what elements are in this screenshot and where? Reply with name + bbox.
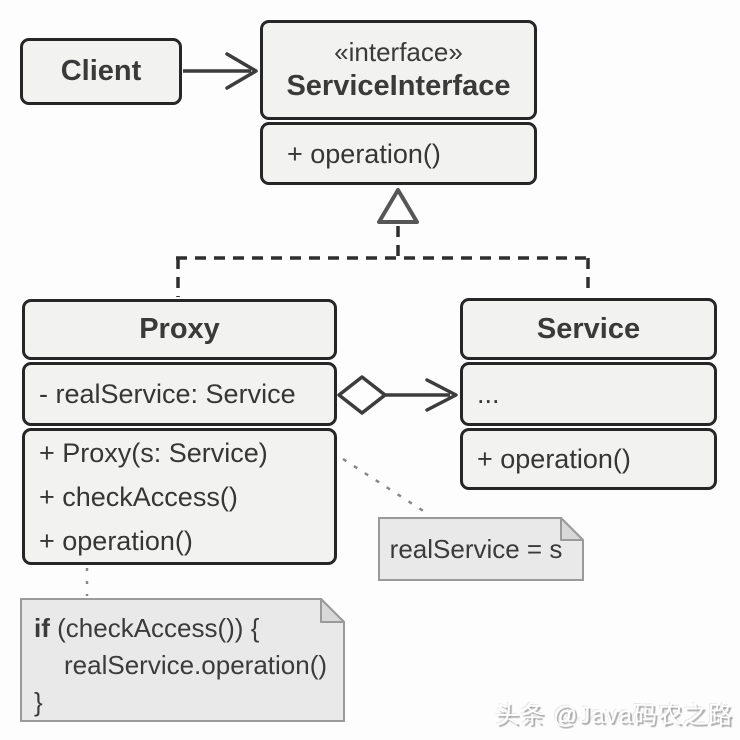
class-service-interface-name: ServiceInterface xyxy=(286,70,511,102)
attribute-line: ... xyxy=(477,379,500,409)
class-proxy-header: Proxy xyxy=(22,299,337,360)
attribute-line: - realService: Service xyxy=(39,379,296,409)
watermark-text: 头条 @Java码农之路 xyxy=(495,702,733,729)
note-code-text: if (checkAccess()) { realService.operati… xyxy=(20,598,345,721)
code-line-1: if (checkAccess()) { xyxy=(34,610,345,647)
note-code: if (checkAccess()) { realService.operati… xyxy=(20,598,345,722)
note-assignment-text: realService = s xyxy=(389,533,563,564)
class-service-methods: + operation() xyxy=(460,428,717,490)
class-service-header: Service xyxy=(460,298,717,360)
interface-stereotype: «interface» xyxy=(334,37,463,67)
method-line: + checkAccess() xyxy=(39,481,238,512)
class-proxy-attributes: - realService: Service xyxy=(22,362,337,426)
class-proxy-name: Proxy xyxy=(139,313,220,345)
class-service-interface-header: «interface» ServiceInterface xyxy=(260,20,537,120)
aggregation-proxy-to-service xyxy=(337,375,458,415)
class-client: Client xyxy=(20,38,182,105)
class-client-name: Client xyxy=(60,55,142,87)
realization-triangle-icon xyxy=(377,188,419,224)
note-shape xyxy=(378,517,584,581)
class-proxy-methods: + Proxy(s: Service) + checkAccess() + op… xyxy=(22,428,337,565)
note-assignment: realService = s xyxy=(378,517,584,581)
class-service-interface-methods: + operation() xyxy=(260,122,537,185)
method-line: + operation() xyxy=(39,525,193,556)
code-line-3: } xyxy=(34,687,43,717)
class-service-attributes: ... xyxy=(460,362,717,426)
code-condition: (checkAccess()) { xyxy=(49,613,260,643)
method-line: + operation() xyxy=(287,138,441,169)
method-line: + Proxy(s: Service) xyxy=(39,437,268,468)
realization-dashed-lines xyxy=(176,226,590,297)
class-service-name: Service xyxy=(536,312,641,345)
association-client-to-interface xyxy=(183,52,258,90)
method-line: + operation() xyxy=(477,444,631,474)
note-anchor-lines xyxy=(85,457,429,596)
code-line-2: realService.operation() xyxy=(64,650,328,680)
code-keyword: if xyxy=(34,613,50,643)
note-shape xyxy=(20,598,345,722)
